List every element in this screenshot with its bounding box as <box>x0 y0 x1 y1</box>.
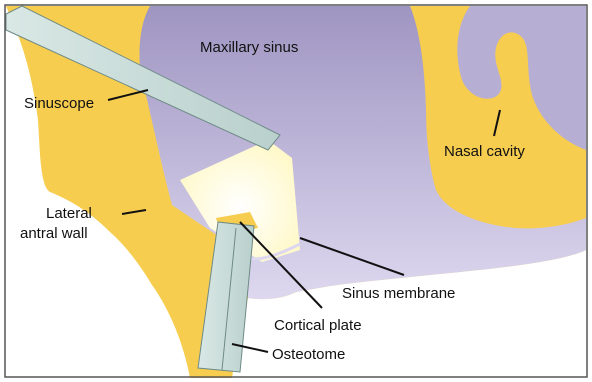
label-osteotome: Osteotome <box>272 346 345 363</box>
label-sinuscope: Sinuscope <box>24 95 94 112</box>
label-sinus-membrane: Sinus membrane <box>342 285 455 302</box>
label-maxillary-sinus: Maxillary sinus <box>200 39 298 56</box>
label-lateral-antral-wall-2: antral wall <box>20 225 88 242</box>
label-cortical-plate: Cortical plate <box>274 317 362 334</box>
label-lateral-antral-wall-1: Lateral <box>46 205 92 222</box>
label-nasal-cavity: Nasal cavity <box>444 143 525 160</box>
